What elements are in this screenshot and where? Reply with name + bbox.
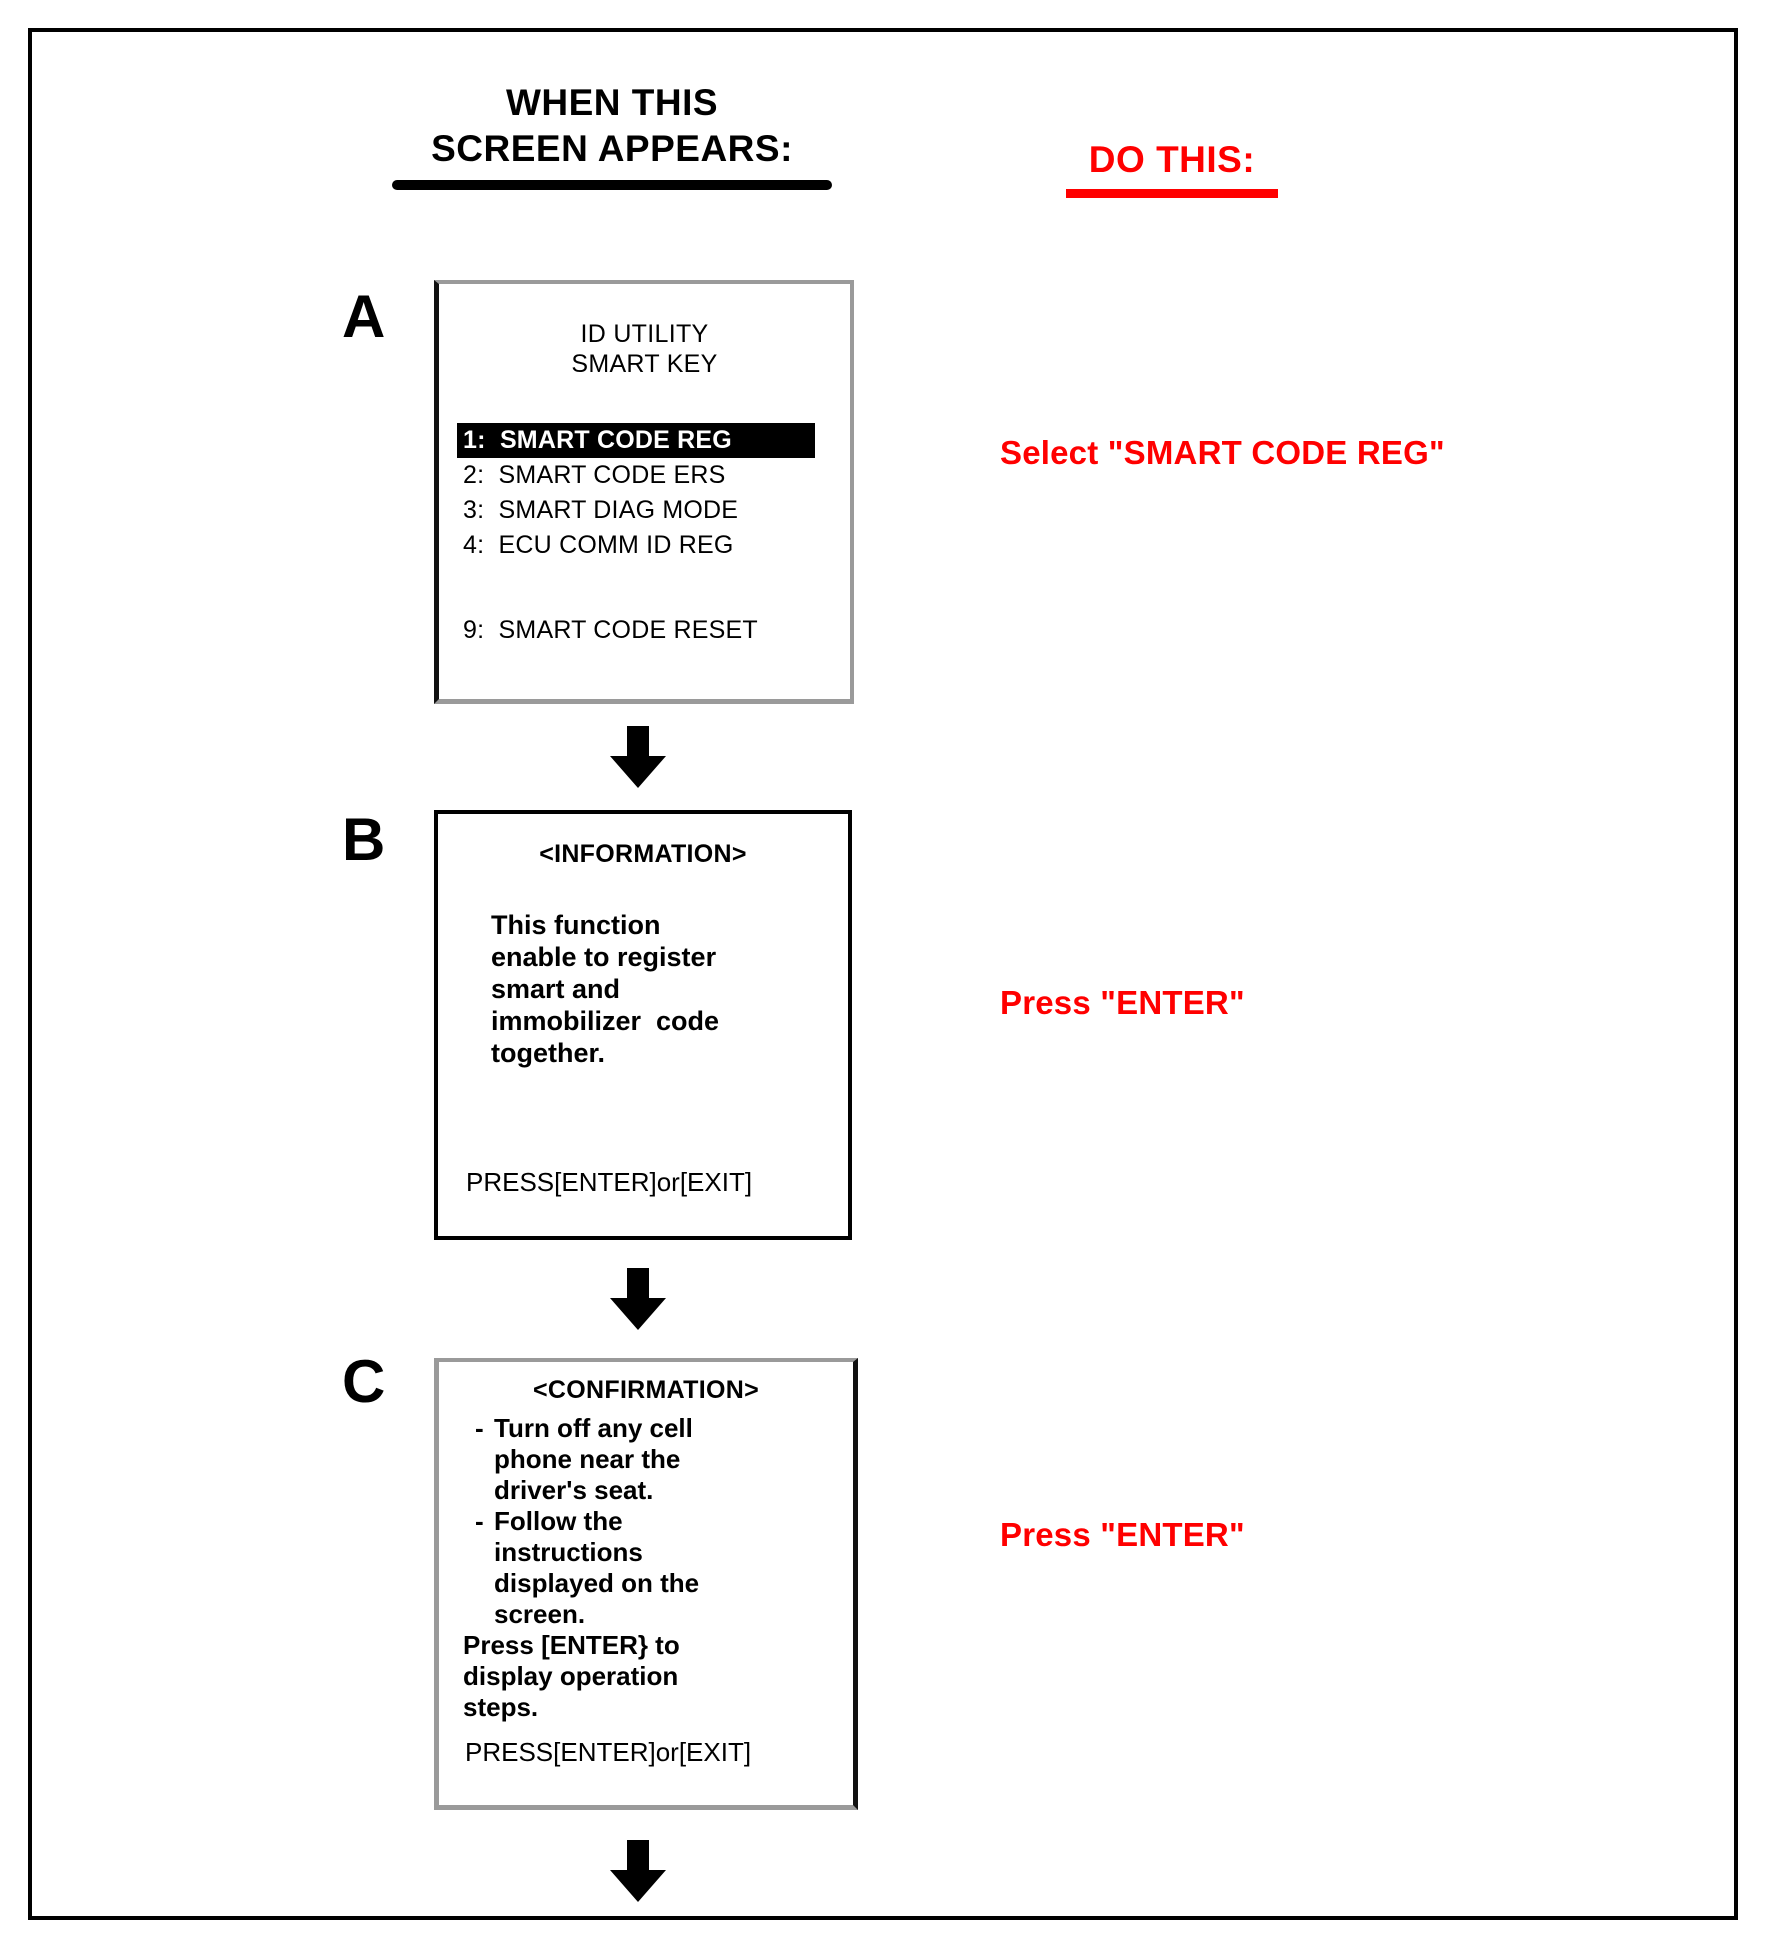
menu-item-smart-code-ers[interactable]: 2: SMART CODE ERS [463,458,850,493]
menu-item-4-num: 4: [463,531,485,559]
screen-c-bullet-list: - Turn off any cell phone near the drive… [439,1413,853,1630]
step-letter-a: A [342,283,386,350]
screen-c-bullet-1: - Turn off any cell phone near the drive… [475,1413,853,1506]
instruction-step-b: Press "ENTER" [1000,984,1245,1021]
column-header-when-this-screen-appears: WHEN THIS SCREEN APPEARS: [362,80,862,190]
menu-item-9-num: 9: [463,616,485,644]
menu-item-smart-diag-mode[interactable]: 3: SMART DIAG MODE [463,493,850,528]
screen-a-title-line1: ID UTILITY [580,320,709,348]
header-left-underline [392,180,832,190]
menu-item-1-num: 1: [463,426,486,454]
down-arrow-icon [610,1840,666,1902]
screen-a-title: ID UTILITY SMART KEY [439,319,850,379]
column-header-do-this: DO THIS: [992,137,1352,198]
screen-c-plain-text: Press [ENTER} to display operation steps… [463,1630,680,1722]
bullet-dash-icon: - [475,1506,484,1536]
device-screen-c: <CONFIRMATION> - Turn off any cell phone… [434,1358,858,1810]
down-arrow-icon [610,1268,666,1330]
header-right-underline [1066,189,1278,198]
menu-item-ecu-comm-id-reg[interactable]: 4: ECU COMM ID REG [463,528,850,563]
screen-c-bullet-2: - Follow the instructions displayed on t… [475,1506,853,1630]
step-letter-c: C [342,1348,386,1415]
menu-item-9-label: SMART CODE RESET [498,616,758,644]
menu-spacer [463,563,850,613]
screen-b-title: <INFORMATION> [539,840,747,868]
menu-item-smart-code-reg[interactable]: 1: SMART CODE REG [457,423,815,458]
device-screen-b: <INFORMATION> This function enable to re… [434,810,852,1240]
screen-a-title-line2: SMART KEY [571,350,718,378]
screen-c-title: <CONFIRMATION> [533,1376,759,1404]
menu-item-smart-code-reset[interactable]: 9: SMART CODE RESET [463,613,850,648]
screen-b-footer-prompt: PRESS[ENTER]or[EXIT] [466,1167,753,1197]
screen-c-bullet-2-text: Follow the instructions displayed on the… [494,1506,700,1629]
menu-item-4-label: ECU COMM ID REG [498,531,734,559]
menu-item-1-label: SMART CODE REG [499,426,732,454]
header-left-line1: WHEN THIS [505,82,719,123]
screen-c-bullet-1-text: Turn off any cell phone near the driver'… [494,1413,693,1505]
menu-item-2-num: 2: [463,461,485,489]
menu-item-2-label: SMART CODE ERS [498,461,726,489]
header-right-label: DO THIS: [1088,139,1256,180]
screen-a-menu-list: 1: SMART CODE REG 2: SMART CODE ERS 3: S… [439,423,850,648]
page-border-frame: WHEN THIS SCREEN APPEARS: DO THIS: A ID … [28,28,1738,1920]
step-letter-b: B [342,806,386,873]
instruction-step-c: Press "ENTER" [1000,1516,1245,1553]
screen-b-body-text: This function enable to register smart a… [491,910,720,1068]
down-arrow-icon [610,726,666,788]
device-screen-a: ID UTILITY SMART KEY 1: SMART CODE REG 2… [434,280,854,704]
screen-c-footer-prompt: PRESS[ENTER]or[EXIT] [465,1737,752,1767]
instruction-step-a: Select "SMART CODE REG" [1000,434,1445,471]
menu-item-3-num: 3: [463,496,485,524]
header-left-line2: SCREEN APPEARS: [431,128,793,169]
menu-item-3-label: SMART DIAG MODE [498,496,739,524]
bullet-dash-icon: - [475,1413,484,1443]
